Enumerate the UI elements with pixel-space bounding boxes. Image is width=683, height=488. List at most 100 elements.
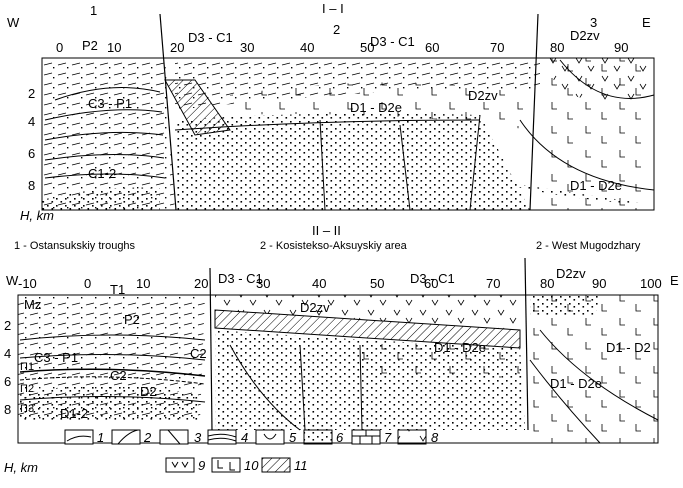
side-label: Π2 [20,383,34,395]
legend-item-3: 3 [159,429,202,445]
section-1-east-label: E [642,15,651,30]
legend-label: 7 [384,430,392,445]
section-1-body [41,13,655,211]
legend-item-9: 9 [165,457,205,473]
section-1-title: I – I [322,1,344,16]
x-tick: 40 [300,40,314,55]
legend-label: 2 [143,430,152,445]
x-tick: 30 [256,276,270,291]
unit-label: D3 - C1 [188,30,233,45]
depth-axis-label: H, km [4,460,38,475]
legend: 1 2 3 4 5 6 7 [64,429,439,473]
section-1-depth-ticks: 2 4 6 8 H, km [20,86,54,223]
unit-label: D1 - D2e [350,100,402,115]
section-2-east-label: E [670,273,679,288]
unit-label: P2 [124,312,140,327]
legend-item-2: 2 [111,429,152,445]
legend-label: 4 [241,430,248,445]
x-tick: 50 [360,40,374,55]
x-tick: 80 [550,40,564,55]
unit-label: Mz [24,297,41,312]
x-tick: 80 [540,276,554,291]
unit-label: D2zv [468,88,498,103]
legend-label: 8 [431,430,439,445]
x-tick: 40 [312,276,326,291]
unit-label: D3 - C1 [218,271,263,286]
section-2-body [17,257,659,444]
section-2-unit-labels: Mz T1 P2 C3 - P1 C2 C2 D2 D1-2 D3 - C1 D… [24,266,651,421]
x-tick: 100 [640,276,662,291]
legend-item-5: 5 [255,429,297,445]
depth-tick: 2 [4,318,11,333]
legend-item-6: 6 [303,429,344,445]
section-1: W E I – I 1 2 3 0 10 20 30 40 50 60 70 8… [7,1,655,252]
x-tick: -10 [18,276,37,291]
depth-tick: 4 [28,114,35,129]
section-1-zone-2: 2 [333,22,340,37]
legend-label: 3 [194,430,202,445]
depth-tick: 6 [4,374,11,389]
x-tick: 0 [84,276,91,291]
section-1-west-label: W [7,15,20,30]
unit-label: C3 - P1 [34,350,78,365]
legend-item-1: 1 [64,429,104,445]
unit-label: D2zv [556,266,586,281]
legend-label: 5 [289,430,297,445]
depth-tick: 8 [4,402,11,417]
unit-label: D1 - D2e [550,376,602,391]
legend-label: 9 [198,458,205,473]
x-tick: 10 [136,276,150,291]
section-2-side-labels: Π1 Π2 Π3 [20,361,34,415]
side-label: Π3 [20,403,34,415]
x-tick: 90 [614,40,628,55]
depth-tick: 6 [28,146,35,161]
legend-label: 1 [97,430,104,445]
section-2-west-label: W [6,273,19,288]
x-tick: 60 [424,276,438,291]
unit-label: D3 - C1 [410,271,455,286]
section-2-title: II – II [312,223,341,238]
x-tick: 70 [490,40,504,55]
unit-label: T1 [110,282,125,297]
side-label: Π1 [20,361,34,373]
zone-caption-2: 2 - Kosistekso-Aksuyskiy area [260,240,408,252]
section-2-x-ticks: -10 0 10 20 30 40 50 60 70 80 90 100 [18,276,662,291]
section-1-zone-1: 1 [90,3,97,18]
x-tick: 0 [56,40,63,55]
unit-label: D1-2 [60,406,88,421]
x-tick: 90 [592,276,606,291]
unit-label: D2zv [570,28,600,43]
depth-tick: 2 [28,86,35,101]
section-2-depth-ticks: 2 4 6 8 H, km [4,318,38,475]
x-tick: 70 [486,276,500,291]
x-tick: 20 [170,40,184,55]
unit-label: C2 [110,368,127,383]
depth-tick: 8 [28,178,35,193]
section-1-zone-3: 3 [590,15,597,30]
unit-label: D1 - D2e [570,178,622,193]
x-tick: 10 [107,40,121,55]
depth-axis-label: H, km [20,208,54,223]
unit-label: C3 - P1 [88,96,132,111]
depth-tick: 4 [4,346,11,361]
section-1-unit-labels: P2 C3 - P1 C1-2 D3 - C1 D3 - C1 D1 - D2e… [82,28,622,193]
unit-label: D1 - D2 [606,340,651,355]
legend-item-4: 4 [207,429,248,445]
section-1-x-ticks: 0 10 20 30 40 50 60 70 80 90 [56,40,628,55]
unit-label: P2 [82,38,98,53]
legend-label: 6 [336,430,344,445]
x-tick: 30 [240,40,254,55]
x-tick: 60 [425,40,439,55]
zone-caption-3: 2 - West Mugodzhary [536,240,641,252]
legend-item-8: 8 [397,429,439,445]
x-tick: 20 [194,276,208,291]
unit-label: D2 [140,384,157,399]
legend-item-10: 10 [211,457,259,473]
legend-label: 10 [244,458,259,473]
x-tick: 50 [370,276,384,291]
legend-item-11: 11 [261,457,308,473]
zone-caption-1: 1 - Ostansukskiy troughs [14,240,136,252]
legend-label: 11 [294,458,308,473]
